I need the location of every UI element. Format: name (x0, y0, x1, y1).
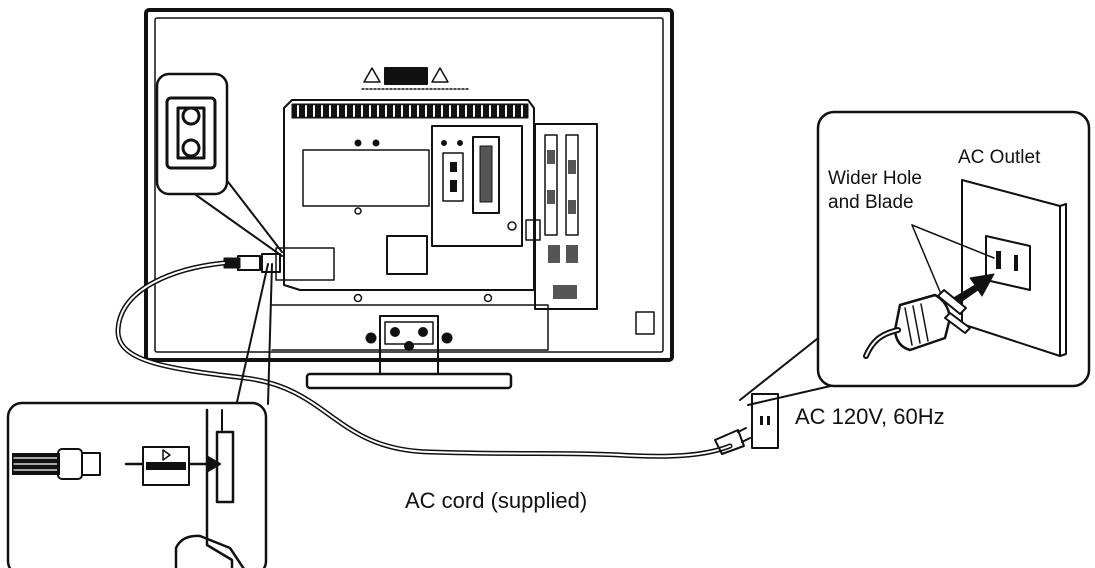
side-port (547, 190, 555, 204)
leader-line (911, 224, 995, 259)
stand-base (305, 372, 513, 390)
inlet-opening (215, 430, 235, 504)
outlet-slot (767, 416, 770, 425)
inlet-socket (176, 106, 206, 160)
warning-text-block (384, 67, 428, 85)
wider-hole-line2: and Blade (828, 192, 914, 213)
ac-outlet-label: AC Outlet (958, 147, 1041, 168)
cable-stripe-lines (13, 457, 59, 471)
wider-hole-label: Wider Hole and Blade (828, 167, 922, 215)
inlet-callout (155, 72, 283, 257)
connector-board (431, 125, 523, 247)
jack-panel (442, 152, 464, 202)
side-port (568, 200, 576, 214)
mount-hole (483, 293, 493, 303)
warning-triangle-icon (363, 67, 381, 83)
callout-pointer (195, 177, 283, 257)
side-port (553, 285, 577, 299)
stand-screw (404, 341, 414, 351)
board-screw (507, 221, 517, 231)
side-clip (635, 311, 655, 335)
ac-cord (115, 255, 751, 459)
stand-corner (174, 534, 245, 568)
callout-pointer (236, 263, 273, 405)
ac-cord-label: AC cord (supplied) (405, 488, 588, 513)
side-input-panel (534, 123, 598, 310)
inlet-socket-outline (165, 96, 217, 170)
insertion-callout (6, 263, 273, 568)
outlet-callout (739, 110, 1091, 406)
plug-prong-narrow (944, 312, 971, 334)
indicator-dot (457, 140, 463, 146)
outlet-wall-edge (1059, 203, 1067, 357)
vga-port (472, 136, 500, 214)
side-port (568, 160, 576, 174)
stand-screw (418, 327, 428, 337)
side-input-slot (544, 134, 558, 236)
warning-triangle-icon (431, 67, 449, 83)
tv-back (144, 8, 674, 390)
side-port (547, 150, 555, 164)
tv-inner-frame (154, 17, 664, 353)
wall-outlet (751, 393, 779, 449)
side-input-slot (565, 134, 579, 236)
cord-connector (237, 255, 261, 271)
side-port (566, 245, 578, 263)
side-port (548, 245, 560, 263)
callout-box (155, 72, 229, 196)
vent-slots (297, 105, 523, 117)
stand-screw (390, 327, 400, 337)
screw-hole (372, 139, 380, 147)
jack (450, 180, 457, 192)
inlet-label-text (146, 462, 186, 470)
vga-port-inner (479, 145, 493, 203)
ac-inlet-plate (275, 247, 335, 281)
plug-prong (741, 437, 751, 443)
cord-plug (714, 429, 745, 455)
service-panel (386, 235, 428, 275)
callout-box (816, 110, 1091, 388)
mount-hole (353, 293, 363, 303)
wider-hole-line1: Wider Hole (828, 168, 922, 189)
outlet-face (985, 235, 1031, 291)
plug-ridge (920, 303, 929, 342)
tv-frame (144, 8, 674, 362)
plug-prong-wide (937, 289, 967, 315)
label-plate (302, 149, 430, 207)
callout-box (6, 401, 268, 568)
outlet-slot-wide (996, 251, 1001, 269)
voltage-label: AC 120V, 60Hz (795, 404, 945, 429)
indicator-dot (441, 140, 447, 146)
outlet-slot (760, 416, 763, 425)
rear-housing (283, 99, 535, 291)
side-clip (525, 219, 541, 241)
outlet-slot-narrow (1014, 255, 1018, 271)
plug-prong (737, 427, 747, 433)
jack (450, 162, 457, 172)
cord-wire-highlight (116, 262, 731, 458)
stand-screw (441, 332, 453, 344)
warning-label (361, 67, 469, 90)
plug-ridge (912, 305, 921, 344)
stand-screw (365, 332, 377, 344)
plug-tip (81, 452, 101, 476)
screw-hole (354, 139, 362, 147)
plug-cord-highlight (865, 329, 899, 357)
inlet-label-marker (162, 449, 171, 461)
mount-hole (354, 207, 362, 215)
plug-ridge (904, 307, 913, 346)
